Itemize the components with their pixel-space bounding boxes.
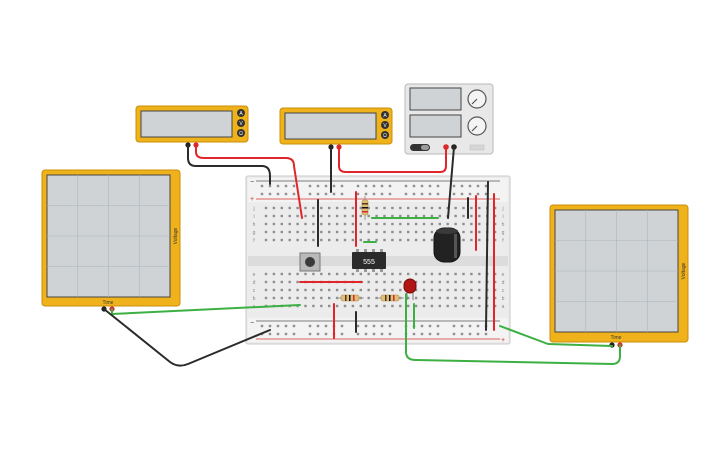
power-supply[interactable] (404, 83, 494, 155)
wire-green[interactable] (111, 304, 301, 315)
row-letter: j (501, 206, 503, 212)
pushbutton[interactable] (299, 252, 321, 272)
row-letter: c (253, 288, 256, 294)
resistor-horizontal-1[interactable] (336, 294, 364, 302)
mode-v-label: V (383, 123, 387, 129)
mode-ohm-label: Ω (383, 133, 387, 139)
row-letter: i (253, 214, 254, 220)
oscilloscope-y-label: Voltage (681, 262, 687, 279)
row-letter: g (502, 230, 505, 236)
mode-selector[interactable]: A V Ω (381, 111, 389, 139)
mode-a-label: A (383, 113, 387, 119)
mode-a-label: A (239, 111, 243, 117)
wire-red[interactable] (195, 144, 303, 219)
mode-ohm-label: Ω (239, 131, 243, 137)
resistor-horizontal-2[interactable] (376, 294, 404, 302)
wire-black[interactable] (103, 308, 271, 367)
rail-minus-label-top: − (250, 179, 254, 186)
knob-icon[interactable] (467, 116, 487, 136)
row-letter: e (502, 272, 505, 278)
wire-green[interactable] (405, 293, 621, 365)
wire-black[interactable] (485, 181, 489, 331)
row-letter: d (502, 280, 505, 286)
rail-plus-label-top: + (250, 196, 254, 203)
ic-label: 555 (363, 259, 375, 266)
row-letter: g (253, 230, 256, 236)
ps-display-current (409, 114, 462, 138)
oscilloscope-x-label: Time (611, 335, 622, 341)
wire-black[interactable] (187, 144, 271, 185)
row-letter: i (502, 214, 503, 220)
rail-plus-label-bottom: + (501, 337, 505, 344)
multimeter-1[interactable]: A V Ω (135, 105, 249, 148)
row-letter: f (502, 238, 504, 244)
row-letter: h (253, 222, 256, 228)
row-letter: d (253, 280, 256, 286)
wire-black[interactable] (447, 146, 455, 219)
ic-555-timer[interactable]: 555 (352, 249, 386, 272)
oscilloscope-left[interactable]: Time Voltage (41, 169, 181, 312)
wire-green[interactable] (499, 325, 613, 347)
resistor-vertical[interactable] (361, 196, 369, 220)
row-letter: h (502, 222, 505, 228)
row-letter: e (253, 272, 256, 278)
mode-selector[interactable]: A V Ω (237, 109, 245, 137)
row-letter: c (502, 288, 505, 294)
row-letter: b (253, 296, 256, 302)
oscilloscope-right[interactable]: Time Voltage (549, 204, 689, 348)
mode-v-label: V (239, 121, 243, 127)
row-letter: a (502, 304, 505, 310)
knob-icon[interactable] (467, 89, 487, 109)
wire-red[interactable] (338, 146, 447, 173)
electrolytic-capacitor[interactable] (433, 227, 461, 263)
wires[interactable] (103, 144, 621, 367)
rail-minus-label-bottom: − (250, 320, 254, 327)
power-switch-icon[interactable] (410, 144, 430, 151)
oscilloscope-x-label: Time (103, 300, 114, 306)
row-letter: b (502, 296, 505, 302)
ps-display-voltage (409, 87, 462, 111)
multimeter-2[interactable]: A V Ω (279, 107, 393, 150)
oscilloscope-y-label: Voltage (173, 227, 179, 244)
row-letter: j (252, 206, 254, 212)
row-letter: f (253, 238, 255, 244)
